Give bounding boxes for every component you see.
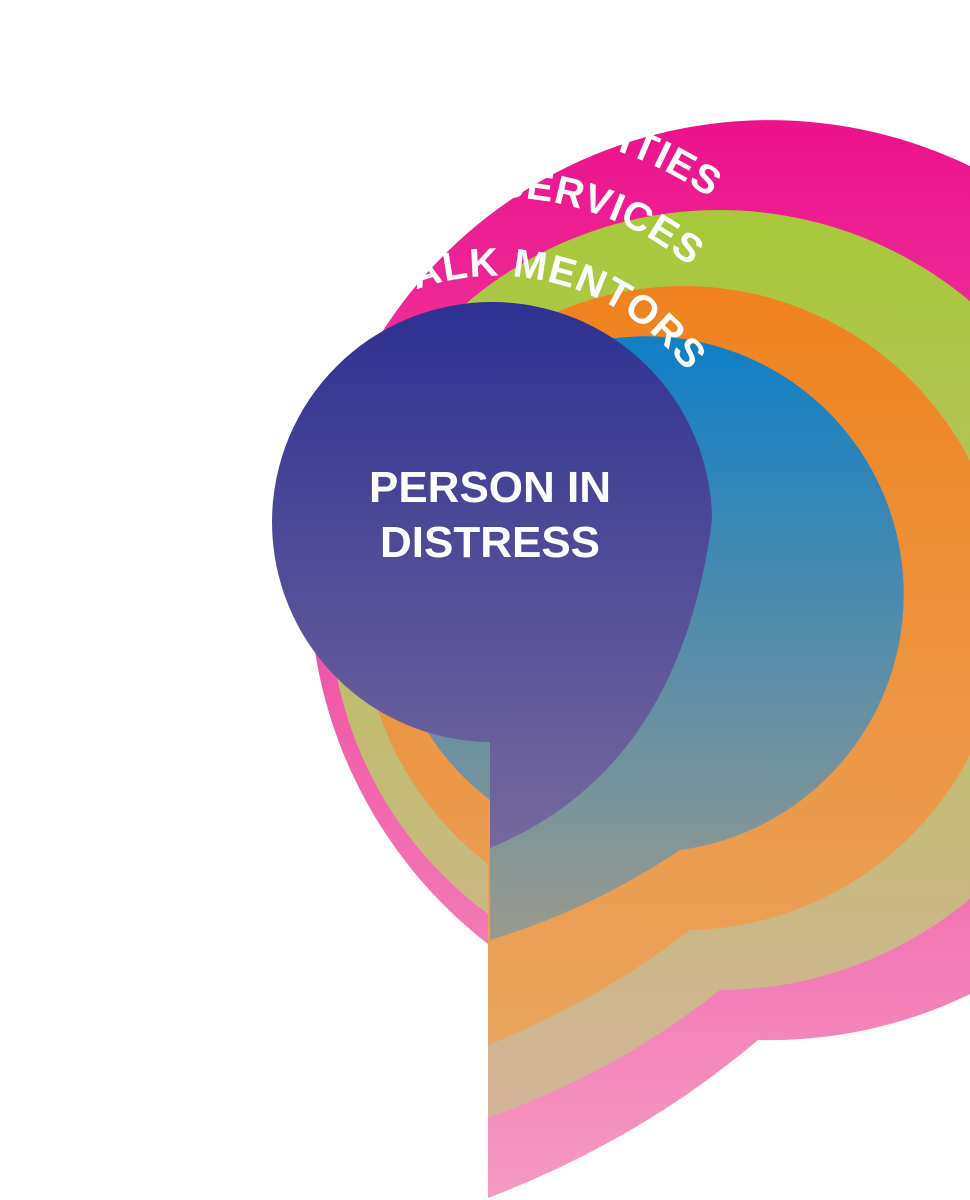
- center-label-line1: PERSON IN: [369, 463, 611, 512]
- center-bubble: [272, 302, 712, 848]
- center-label-line2: DISTRESS: [380, 518, 600, 567]
